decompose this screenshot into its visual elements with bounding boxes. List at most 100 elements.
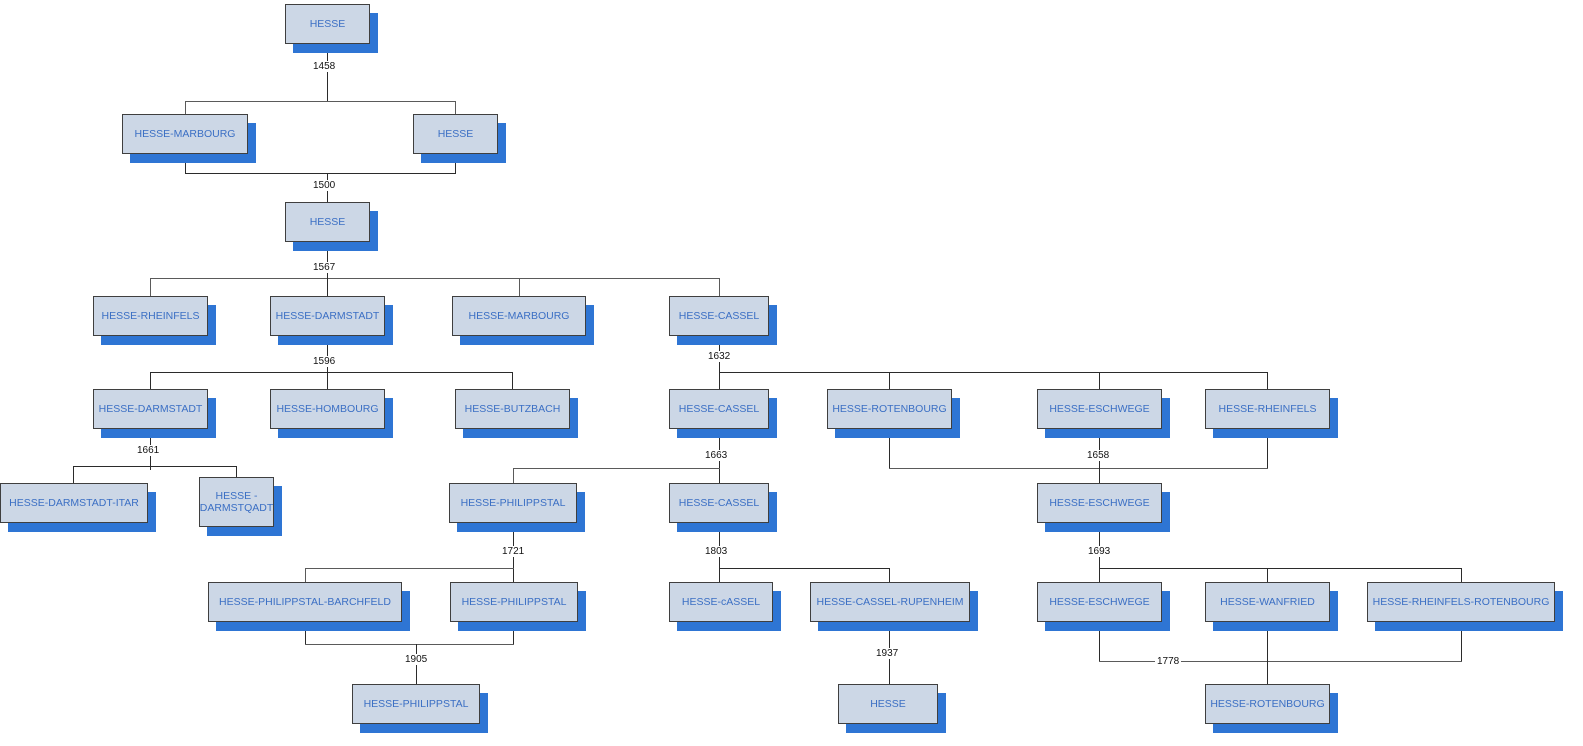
node-label: HESSE-PHILIPPSTAL	[449, 483, 577, 523]
edge-1693-bar	[1099, 568, 1462, 569]
edge-1500-riser-left	[185, 154, 186, 174]
node-hesse-philippstal-1[interactable]: HESSE-PHILIPPSTAL	[449, 483, 585, 532]
node-label: HESSE-cASSEL	[669, 582, 773, 622]
node-label: HESSE-RHEINFELS-ROTENBOURG	[1367, 582, 1555, 622]
edge-1596-drop-n10	[327, 372, 328, 389]
edge-1632-stem	[719, 344, 720, 389]
node-label: HESSE-HOMBOURG	[270, 389, 385, 429]
node-label: HESSE-MARBOURG	[452, 296, 586, 336]
edge-1661-bar	[73, 466, 237, 467]
node-hesse-2[interactable]: HESSE	[413, 114, 506, 163]
node-hesse-darmstadt-itar[interactable]: HESSE-DARMSTADT-ITAR	[0, 483, 156, 532]
edge-1661-drop-n17	[236, 466, 237, 477]
node-hesse-hombourg[interactable]: HESSE-HOMBOURG	[270, 389, 393, 438]
node-hesse-philippstal-3[interactable]: HESSE-PHILIPPSTAL	[352, 684, 488, 733]
node-label: HESSE-DARMSTADT-ITAR	[0, 483, 148, 523]
node-hesse-philippstal-2[interactable]: HESSE-PHILIPPSTAL	[450, 582, 586, 631]
node-label: HESSE-WANFRIED	[1205, 582, 1330, 622]
edge-1721-drop-n21	[305, 568, 306, 582]
edge-1778-riser-n27	[1461, 622, 1462, 662]
node-hesse-rotenbourg-2[interactable]: HESSE-ROTENBOURG	[1205, 684, 1338, 733]
edge-1721-bar	[305, 568, 514, 569]
edge-1567-bar	[150, 278, 719, 279]
edge-1458-stem	[327, 44, 328, 102]
node-hesse-eschwege-2[interactable]: HESSE-ESCHWEGE	[1037, 483, 1170, 532]
edge-1596-drop-n9	[150, 372, 151, 389]
edge-1905-bar	[305, 644, 514, 645]
year-label-1661: 1661	[135, 445, 162, 456]
edge-1778-stem	[1267, 661, 1268, 684]
node-label: HESSE-CASSEL	[669, 389, 769, 429]
node-label: HESSE	[838, 684, 938, 724]
node-hesse-cassel-3[interactable]: HESSE-CASSEL	[669, 483, 777, 532]
node-label: HESSE-RHEINFELS	[1205, 389, 1330, 429]
edge-1567-drop-n7	[519, 278, 520, 296]
year-label-1778: 1778	[1155, 656, 1182, 667]
edge-1778-riser-n26	[1267, 622, 1268, 662]
year-label-1693: 1693	[1086, 546, 1113, 557]
node-hesse-butzbach[interactable]: HESSE-BUTZBACH	[455, 389, 578, 438]
node-label: HESSE - DARMSTQADT	[199, 477, 274, 527]
node-hesse-cassel-1[interactable]: HESSE-CASSEL	[669, 296, 777, 345]
node-hesse-marbourg-1[interactable]: HESSE-MARBOURG	[122, 114, 256, 163]
year-label-1658: 1658	[1085, 450, 1112, 461]
edge-1905-riser-n21	[305, 622, 306, 645]
edge-1567-drop-n5	[150, 278, 151, 296]
node-label: HESSE-ESCHWEGE	[1037, 582, 1162, 622]
node-hesse-rheinfels-1[interactable]: HESSE-RHEINFELS	[93, 296, 216, 345]
edge-1658-stem	[1099, 468, 1100, 483]
node-label: HESSE-DARMSTADT	[93, 389, 208, 429]
edge-1663-bar	[513, 468, 720, 469]
node-hesse-1[interactable]: HESSE	[285, 4, 378, 53]
node-label: HESSE-DARMSTADT	[270, 296, 385, 336]
year-label-1500: 1500	[311, 180, 338, 191]
node-hesse-4[interactable]: HESSE	[838, 684, 946, 733]
edge-1661-drop-n16	[73, 466, 74, 483]
node-hesse-eschwege-1[interactable]: HESSE-ESCHWEGE	[1037, 389, 1170, 438]
node-label: HESSE-CASSEL	[669, 296, 769, 336]
edge-1905-riser-n22	[513, 622, 514, 645]
node-label: HESSE	[285, 202, 370, 242]
node-hesse-philippstal-barchfeld[interactable]: HESSE-PHILIPPSTAL-BARCHFELD	[208, 582, 410, 631]
edge-1778-riser-n25	[1099, 622, 1100, 662]
node-hesse-darmstadt-2[interactable]: HESSE-DARMSTADT	[93, 389, 216, 438]
node-hesse-eschwege-3[interactable]: HESSE-ESCHWEGE	[1037, 582, 1170, 631]
edge-1567-drop-n6	[327, 278, 328, 296]
node-hesse-rotenbourg-1[interactable]: HESSE-ROTENBOURG	[827, 389, 960, 438]
edge-1500-riser-right	[455, 154, 456, 174]
node-label: HESSE-PHILIPPSTAL	[450, 582, 578, 622]
node-label: HESSE-ESCHWEGE	[1037, 483, 1162, 523]
year-label-1905: 1905	[403, 654, 430, 665]
node-hesse-marbourg-2[interactable]: HESSE-MARBOURG	[452, 296, 594, 345]
edge-1658-riser-n14	[1099, 429, 1100, 469]
edge-1567-drop-n8	[719, 278, 720, 296]
node-label: HESSE-BUTZBACH	[455, 389, 570, 429]
edge-1458-bar	[185, 101, 455, 102]
node-hesse-cassel-2[interactable]: HESSE-CASSEL	[669, 389, 777, 438]
node-hesse-darmstqadt[interactable]: HESSE - DARMSTQADT	[199, 477, 282, 536]
node-label: HESSE-RHEINFELS	[93, 296, 208, 336]
edge-1632-drop-n15	[1267, 372, 1268, 389]
edge-1658-riser-n15	[1267, 429, 1268, 469]
node-hesse-wanfried[interactable]: HESSE-WANFRIED	[1205, 582, 1338, 631]
edge-1632-drop-n14	[1099, 372, 1100, 389]
node-hesse-rheinfels-rotenbourg[interactable]: HESSE-RHEINFELS-ROTENBOURG	[1367, 582, 1563, 631]
node-hesse-cassel-lowercase[interactable]: HESSE-cASSEL	[669, 582, 781, 631]
node-label: HESSE-ROTENBOURG	[827, 389, 952, 429]
year-label-1567: 1567	[311, 262, 338, 273]
node-label: HESSE-PHILIPPSTAL	[352, 684, 480, 724]
edge-1658-bar	[889, 468, 1268, 469]
edge-1693-drop-n27	[1461, 568, 1462, 582]
node-hesse-cassel-rupenheim[interactable]: HESSE-CASSEL-RUPENHEIM	[810, 582, 978, 631]
edge-1632-drop-n13	[889, 372, 890, 389]
edge-1458-drop-left	[185, 101, 186, 114]
node-label: HESSE	[413, 114, 498, 154]
node-hesse-darmstadt-1[interactable]: HESSE-DARMSTADT	[270, 296, 393, 345]
node-hesse-3[interactable]: HESSE	[285, 202, 378, 251]
edge-1803-bar	[719, 568, 890, 569]
edge-1596-drop-n11	[512, 372, 513, 389]
year-label-1663: 1663	[703, 450, 730, 461]
edge-1693-drop-n26	[1267, 568, 1268, 582]
node-hesse-rheinfels-2[interactable]: HESSE-RHEINFELS	[1205, 389, 1338, 438]
